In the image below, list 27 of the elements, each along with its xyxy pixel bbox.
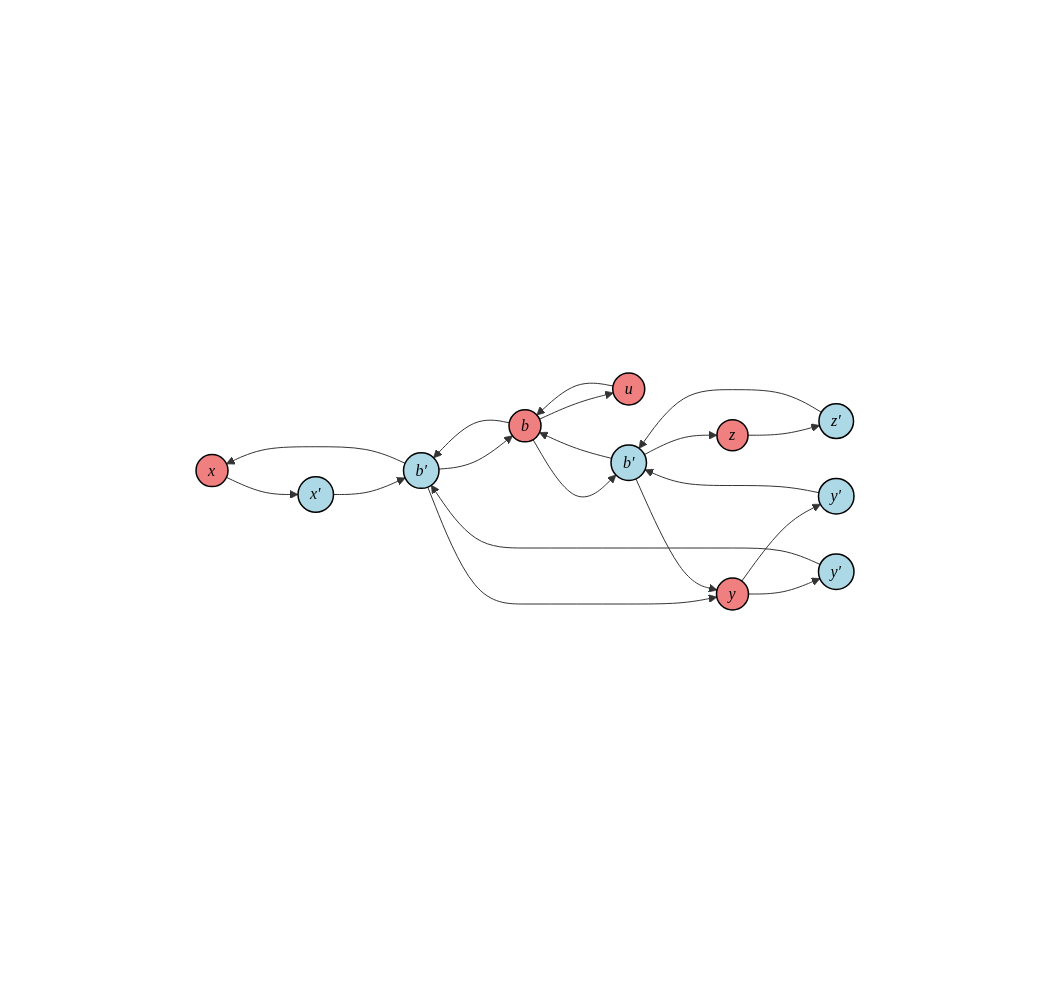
node-circle: y xyxy=(715,577,750,612)
arrow xyxy=(226,446,406,465)
arrow xyxy=(644,469,820,494)
arrow xyxy=(741,504,821,582)
arrow xyxy=(430,485,821,566)
arrow xyxy=(638,389,822,450)
node-circle: x xyxy=(195,454,229,488)
arrow xyxy=(536,383,614,416)
arrow xyxy=(333,477,406,496)
node-circle: z′ xyxy=(818,403,855,440)
arrow xyxy=(644,431,718,456)
arrow xyxy=(438,435,513,471)
node-circle: b′ xyxy=(610,444,648,482)
arrow xyxy=(226,477,299,500)
arrow xyxy=(433,420,510,459)
arrow xyxy=(532,439,617,498)
arrow xyxy=(748,578,821,595)
node-circle: z xyxy=(716,419,749,452)
arrow xyxy=(635,478,718,593)
node-circle: b′ xyxy=(402,452,440,490)
node-circle: b xyxy=(508,409,542,444)
node-circle: y′ xyxy=(817,553,855,591)
arrow xyxy=(539,391,614,421)
arrow xyxy=(427,487,718,605)
node-circle: u xyxy=(612,372,646,407)
node-circle: y′ xyxy=(817,478,855,516)
node-circle: x′ xyxy=(297,476,335,514)
